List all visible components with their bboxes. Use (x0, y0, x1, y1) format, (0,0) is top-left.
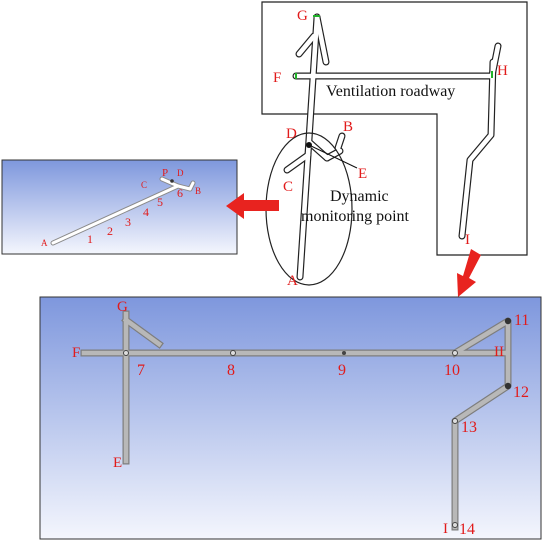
network-sensor-10: 10 (444, 362, 460, 379)
plan-label-e: E (358, 166, 367, 182)
inset-sensor-2: 2 (107, 224, 113, 238)
inset-label-a: A (41, 238, 48, 248)
network-tunnels (80, 310, 512, 531)
arrow-to-inset (226, 193, 279, 219)
network-label-g: G (117, 299, 128, 315)
sensor-8-marker (230, 350, 236, 356)
arrow-to-network (457, 249, 481, 297)
plan-label-c: C (283, 179, 293, 195)
network-label-f: F (72, 345, 80, 361)
network-sensor-11: 11 (514, 312, 529, 329)
network-label-i: I (443, 521, 448, 537)
sensor-13-marker (452, 418, 458, 424)
sensor-11-marker (504, 317, 512, 325)
plan-label-f: F (273, 70, 281, 86)
network-model-panel: G F E II I 7 8 9 10 11 12 13 14 (39, 296, 542, 540)
sensor-10-marker (452, 350, 458, 356)
sensor-7-marker (123, 350, 129, 356)
inset-background (1, 159, 238, 255)
inset-sensor-1: 1 (87, 232, 93, 246)
inset-sensor-3: 3 (125, 215, 131, 229)
plan-view: G F H I A B C D E Ventilation roadway Dy… (261, 1, 528, 289)
monitor-leader-line (308, 144, 358, 169)
network-sensor-13: 13 (461, 419, 477, 436)
network-sensor-14: 14 (459, 521, 475, 538)
plan-label-b: B (343, 119, 353, 135)
plan-label-h: H (497, 63, 508, 79)
inset-sensor-4: 4 (143, 205, 149, 219)
monitor-label-line1: Dynamic (330, 188, 389, 205)
plan-label-g: G (297, 8, 308, 24)
inset-label-b: B (195, 186, 201, 196)
network-sensor-7: 7 (137, 362, 145, 379)
sensor-9-marker (342, 351, 346, 355)
plan-label-d: D (286, 126, 297, 142)
ventilation-roadway-label: Ventilation roadway (326, 83, 455, 100)
sensor-14-marker (452, 522, 458, 528)
inset-label-p: P (162, 167, 168, 179)
network-sensor-12: 12 (513, 384, 529, 401)
network-sensor-9: 9 (338, 362, 346, 379)
network-label-e: E (113, 455, 122, 471)
inset-tunnel (50, 176, 196, 246)
sensor-12-marker (504, 382, 512, 390)
inset-point-p (170, 179, 174, 183)
inset-sensor-5: 5 (157, 195, 163, 209)
network-label-h: II (494, 344, 504, 360)
inset-sensor-6: 6 (177, 186, 183, 200)
inset-model-panel: A B C D P 1 2 3 4 5 6 (1, 159, 238, 255)
inset-label-d: D (177, 168, 184, 178)
inset-label-c: C (141, 180, 147, 190)
monitor-label-line2: monitoring point (301, 208, 410, 225)
plan-label-i: I (465, 232, 470, 248)
plan-boundary (261, 1, 528, 256)
plan-label-a: A (287, 273, 298, 289)
network-sensor-8: 8 (227, 362, 235, 379)
